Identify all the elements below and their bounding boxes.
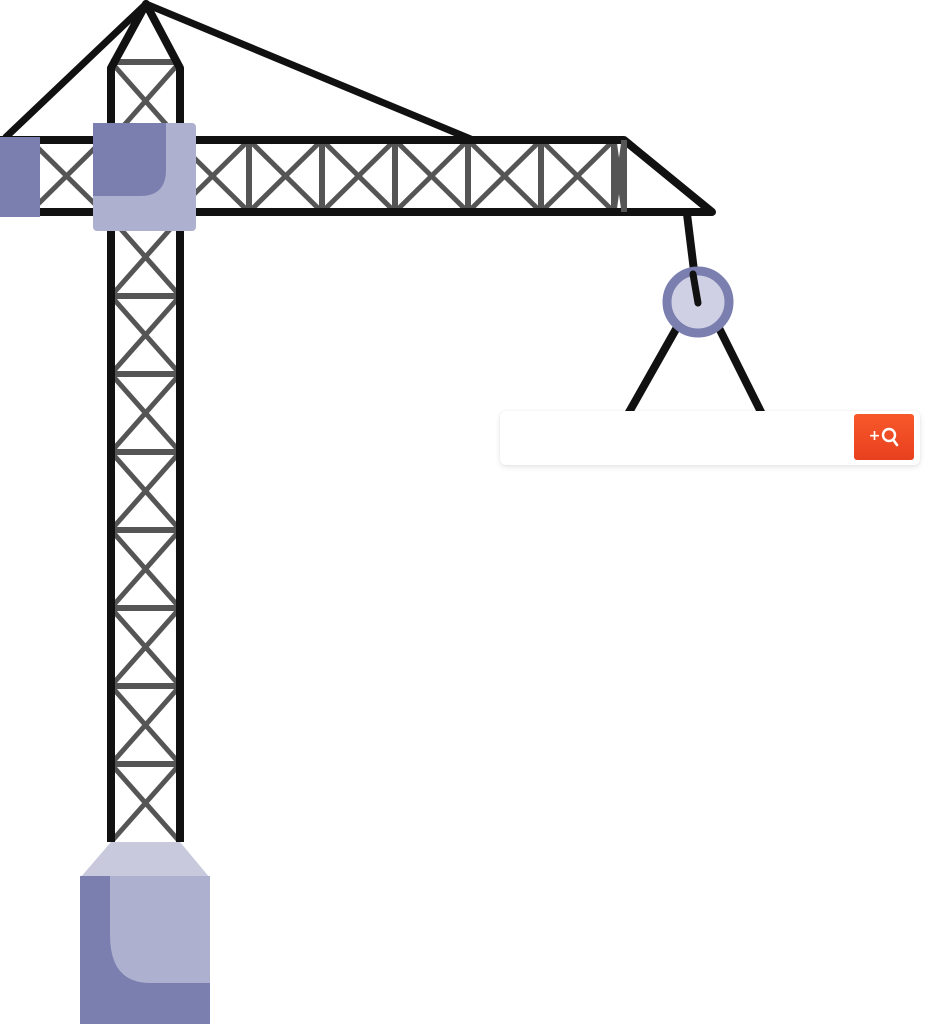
crane-peak (107, 0, 184, 72)
lattice-beam (109, 528, 182, 610)
lattice-beam (109, 684, 182, 766)
add-search-button[interactable]: + (854, 414, 914, 460)
search-input[interactable] (500, 411, 852, 465)
lattice-beam (109, 372, 182, 454)
lattice-beam (539, 138, 616, 214)
crane-support-cables (2, 0, 477, 144)
lattice-beam (109, 606, 182, 688)
crane-sling (624, 318, 766, 418)
lattice-beam (28, 138, 105, 214)
crane-base (80, 842, 210, 1024)
lattice-beam (320, 138, 397, 214)
lattice-beam (109, 762, 182, 844)
lattice-beam (466, 138, 543, 214)
lattice-beam (247, 138, 324, 214)
lattice-beam (393, 138, 470, 214)
crane-cab (93, 123, 196, 231)
search-bar: + (500, 411, 920, 465)
crane-pulley (662, 266, 734, 338)
plus-icon: + (868, 428, 881, 444)
lattice-beam (109, 450, 182, 532)
lattice-beam (109, 294, 182, 376)
crane-counterweight (0, 137, 40, 217)
search-icon (881, 427, 899, 447)
